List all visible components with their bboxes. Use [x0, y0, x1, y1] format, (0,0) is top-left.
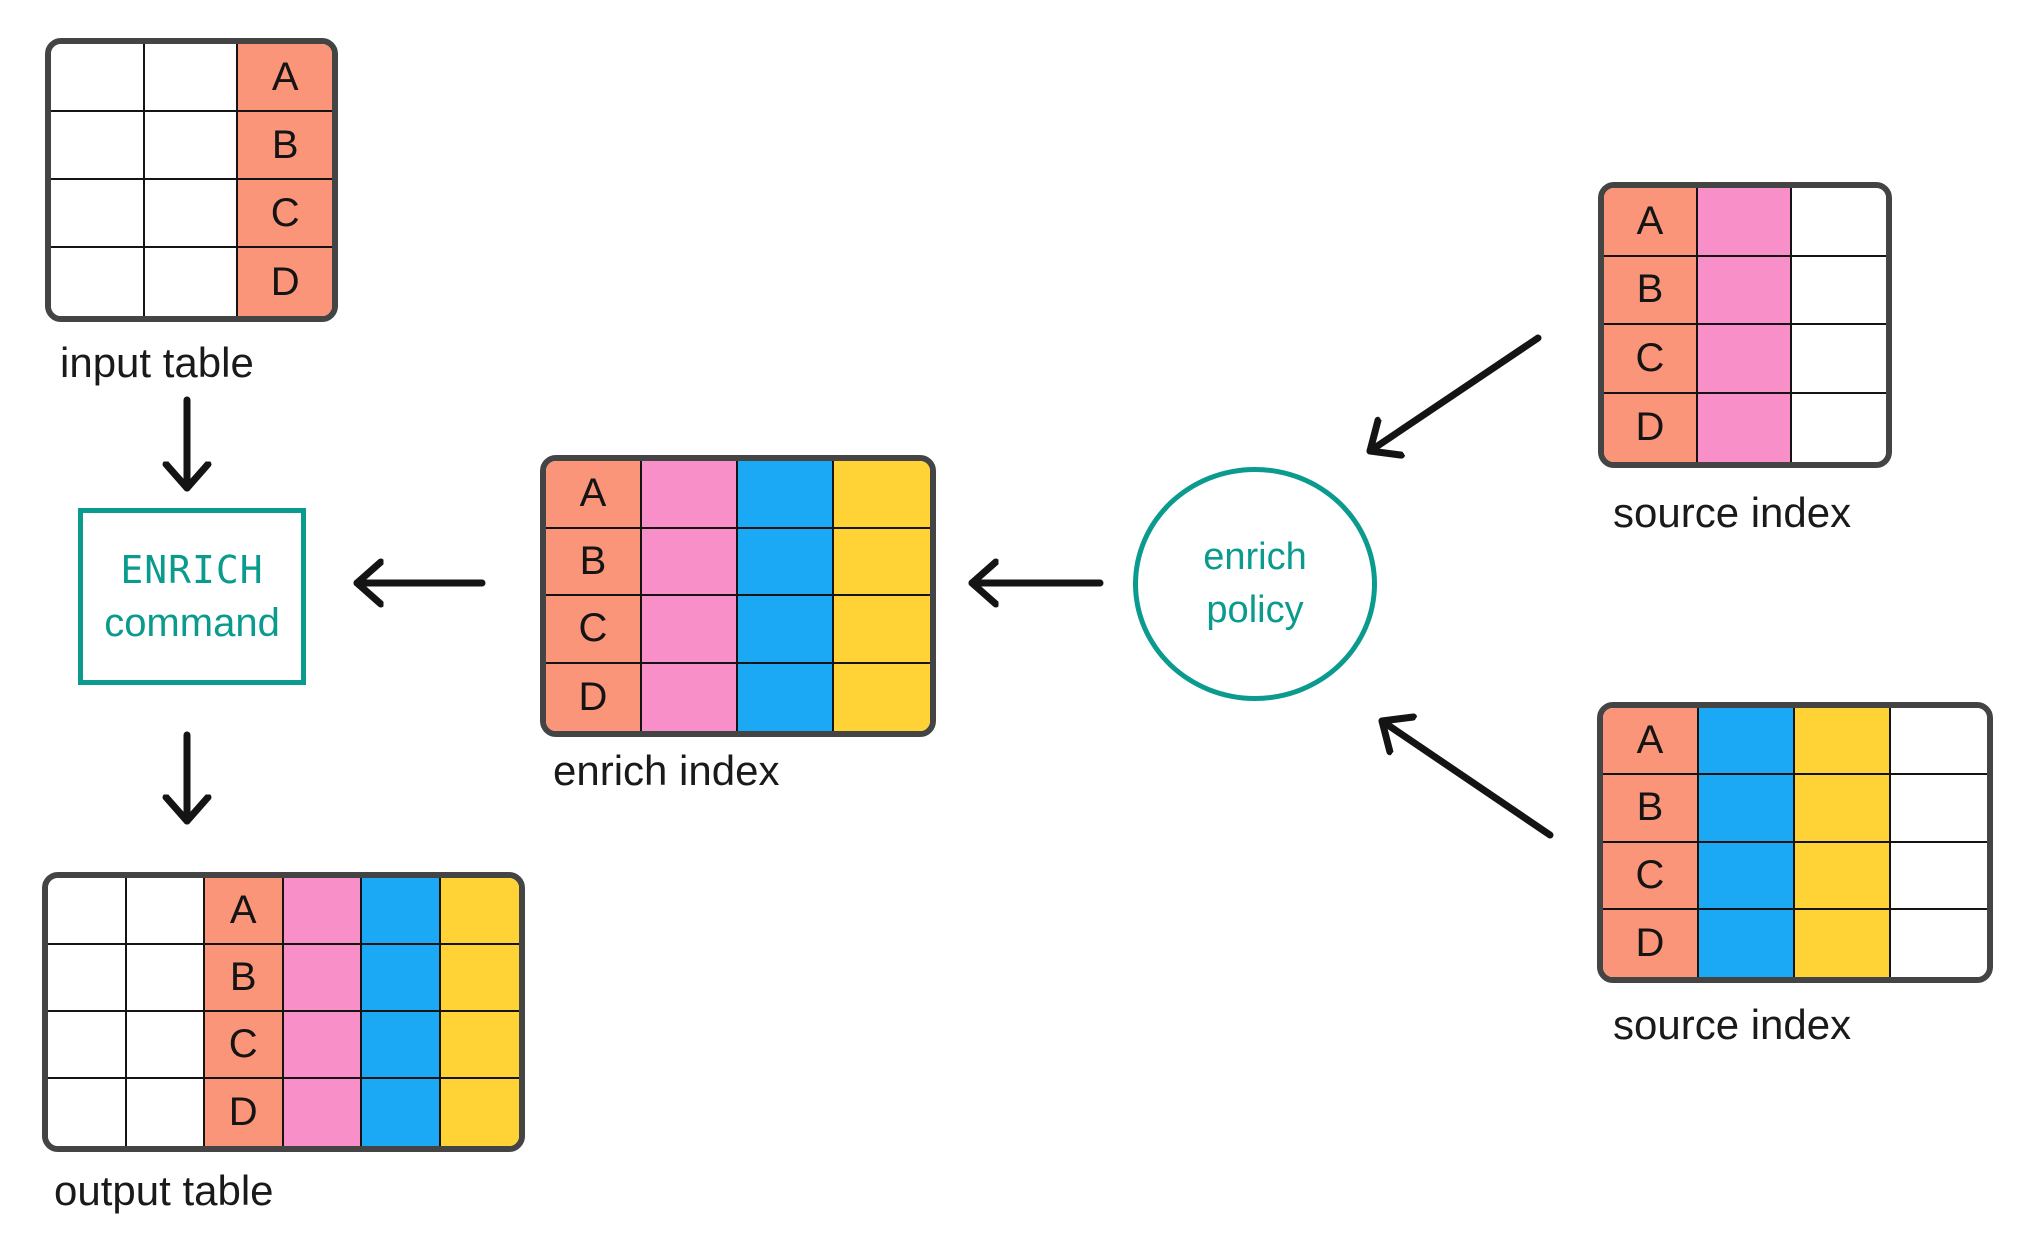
key-cell: A — [238, 44, 332, 112]
blank-cell — [48, 1079, 127, 1146]
key-cell: B — [205, 945, 284, 1012]
blank-cell — [144, 44, 239, 112]
blue-cell — [1699, 909, 1795, 977]
enrich-command-line1: ENRICH — [120, 547, 264, 592]
key-cell: D — [1604, 393, 1698, 462]
key-cell: B — [1604, 256, 1698, 325]
blank-cell — [1792, 188, 1886, 257]
blue-cell — [738, 663, 834, 731]
blank-cell — [144, 180, 239, 248]
key-cell: B — [238, 112, 332, 180]
yellow-cell — [1795, 708, 1891, 776]
input-table-label: input table — [60, 339, 254, 386]
yellow-cell — [834, 663, 930, 731]
blank-cell — [48, 1012, 127, 1079]
output-table-label: output table — [54, 1167, 274, 1214]
yellow-cell — [834, 596, 930, 664]
blue-cell — [1699, 775, 1795, 843]
blank-cell — [1792, 256, 1886, 325]
pink-cell — [283, 1012, 362, 1079]
enrich-policy-line2: policy — [1206, 589, 1304, 631]
pink-cell — [642, 663, 738, 731]
blank-cell — [1792, 393, 1886, 462]
pink-cell — [1698, 188, 1792, 257]
pink-cell — [283, 945, 362, 1012]
enrich-policy-line1: enrich — [1203, 535, 1307, 578]
arrow-source-top-to-policy — [1370, 334, 1542, 451]
pink-cell — [642, 461, 738, 529]
enrich-index-label: enrich index — [553, 747, 780, 794]
blank-cell — [126, 1012, 205, 1079]
yellow-cell — [834, 528, 930, 596]
blank-cell — [1891, 909, 1987, 977]
blank-cell — [126, 1079, 205, 1146]
pink-cell — [283, 1079, 362, 1146]
key-cell: B — [1603, 775, 1699, 843]
pink-cell — [283, 878, 362, 945]
key-cell: C — [1604, 325, 1698, 394]
blank-cell — [1891, 842, 1987, 910]
key-cell: A — [1604, 188, 1698, 257]
blank-cell — [144, 248, 239, 316]
pink-cell — [642, 596, 738, 664]
key-cell: A — [205, 878, 284, 945]
blue-cell — [738, 461, 834, 529]
blank-cell — [48, 945, 127, 1012]
yellow-cell — [834, 461, 930, 529]
source-index-bottom-label: source index — [1613, 1001, 1852, 1048]
blue-cell — [738, 596, 834, 664]
pink-cell — [1698, 393, 1792, 462]
enrich-command-line2: command — [104, 601, 280, 646]
blue-cell — [362, 1079, 441, 1146]
blank-cell — [126, 945, 205, 1012]
key-cell: D — [238, 248, 332, 316]
blank-cell — [126, 878, 205, 945]
enrich-policy-circle: enrich policy — [1133, 467, 1377, 701]
key-cell: D — [546, 663, 642, 731]
blank-cell — [51, 112, 145, 180]
blue-cell — [362, 878, 441, 945]
yellow-cell — [1795, 775, 1891, 843]
yellow-cell — [1795, 842, 1891, 910]
blank-cell — [51, 248, 145, 316]
pink-cell — [1698, 325, 1792, 394]
yellow-cell — [440, 1079, 519, 1146]
key-cell: C — [1603, 842, 1699, 910]
blank-cell — [1891, 708, 1987, 776]
yellow-cell — [440, 878, 519, 945]
arrow-source-bottom-to-policy — [1382, 721, 1554, 839]
yellow-cell — [1795, 909, 1891, 977]
blue-cell — [362, 945, 441, 1012]
yellow-cell — [440, 945, 519, 1012]
pink-cell — [1698, 256, 1792, 325]
blank-cell — [144, 112, 239, 180]
blue-cell — [1699, 708, 1795, 776]
blank-cell — [48, 878, 127, 945]
blue-cell — [738, 528, 834, 596]
blank-cell — [1792, 325, 1886, 394]
enrich-command-box: ENRICH command — [78, 508, 306, 685]
key-cell: C — [205, 1012, 284, 1079]
key-cell: D — [1603, 909, 1699, 977]
key-cell: C — [238, 180, 332, 248]
blue-cell — [362, 1012, 441, 1079]
key-cell: A — [546, 461, 642, 529]
yellow-cell — [440, 1012, 519, 1079]
blank-cell — [51, 44, 145, 112]
pink-cell — [642, 528, 738, 596]
key-cell: A — [1603, 708, 1699, 776]
key-cell: D — [205, 1079, 284, 1146]
blank-cell — [51, 180, 145, 248]
key-cell: B — [546, 528, 642, 596]
blank-cell — [1891, 775, 1987, 843]
source-index-top-label: source index — [1613, 489, 1852, 536]
key-cell: C — [546, 596, 642, 664]
blue-cell — [1699, 842, 1795, 910]
